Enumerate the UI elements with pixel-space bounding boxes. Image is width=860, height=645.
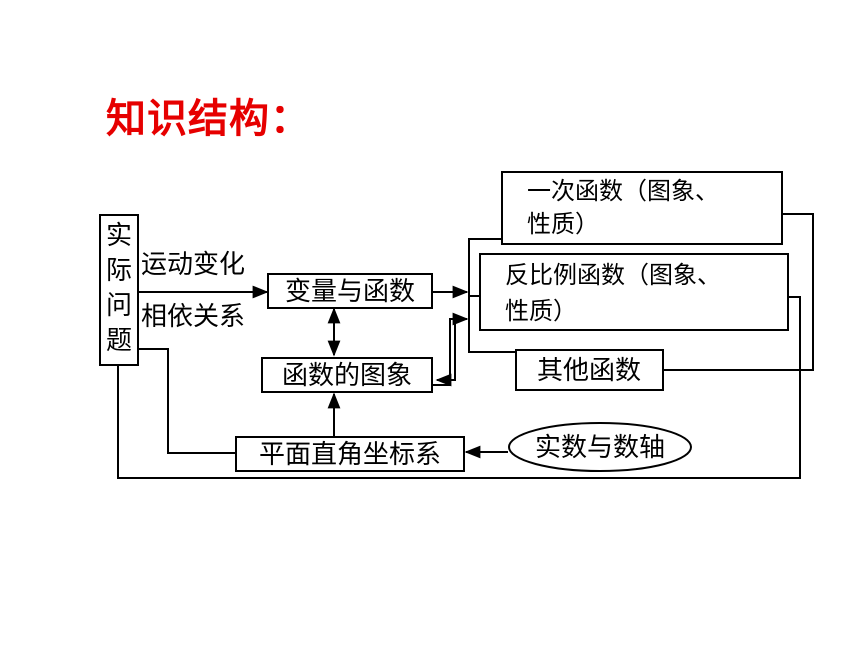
node-coordinate-system: 平面直角坐标系 (235, 436, 465, 472)
slide-title: 知识结构： (106, 96, 311, 142)
node-function-graph: 函数的图象 (261, 357, 433, 393)
svg-text:实数与数轴: 实数与数轴 (535, 433, 665, 463)
label-dependence: 相依关系 (141, 302, 245, 332)
svg-text:性质）: 性质） (505, 297, 577, 325)
practical-char-1: 实 (106, 221, 132, 251)
svg-text:其他函数: 其他函数 (537, 356, 641, 386)
svg-text:性质）: 性质） (527, 210, 599, 238)
node-inverse-function: 反比例函数（图象、 性质） (479, 253, 789, 331)
practical-char-2: 际 (106, 256, 132, 286)
label-motion: 运动变化 (141, 250, 245, 280)
svg-text:函数的图象: 函数的图象 (282, 361, 412, 391)
bracket-graph-from-functions (435, 319, 456, 387)
node-practical-problem: 实 际 问 题 (99, 214, 139, 366)
svg-text:变量与函数: 变量与函数 (285, 277, 415, 307)
line-practical-to-coordinate (138, 348, 235, 454)
svg-text:平面直角坐标系: 平面直角坐标系 (259, 440, 441, 470)
svg-text:一次函数（图象、: 一次函数（图象、 (527, 177, 719, 205)
node-variable-function: 变量与函数 (267, 273, 433, 309)
node-real-number-axis: 实数与数轴 (508, 422, 692, 472)
connectors (117, 213, 814, 479)
node-linear-function: 一次函数（图象、 性质） (501, 171, 783, 245)
practical-char-4: 题 (106, 326, 132, 356)
practical-char-3: 问 (106, 291, 132, 321)
bracket-graph-to-functions (433, 312, 469, 386)
svg-text:反比例函数（图象、: 反比例函数（图象、 (505, 261, 721, 289)
line-functions-to-practical (117, 296, 801, 479)
line-linear-to-other (663, 213, 814, 371)
node-other-functions: 其他函数 (515, 349, 664, 391)
